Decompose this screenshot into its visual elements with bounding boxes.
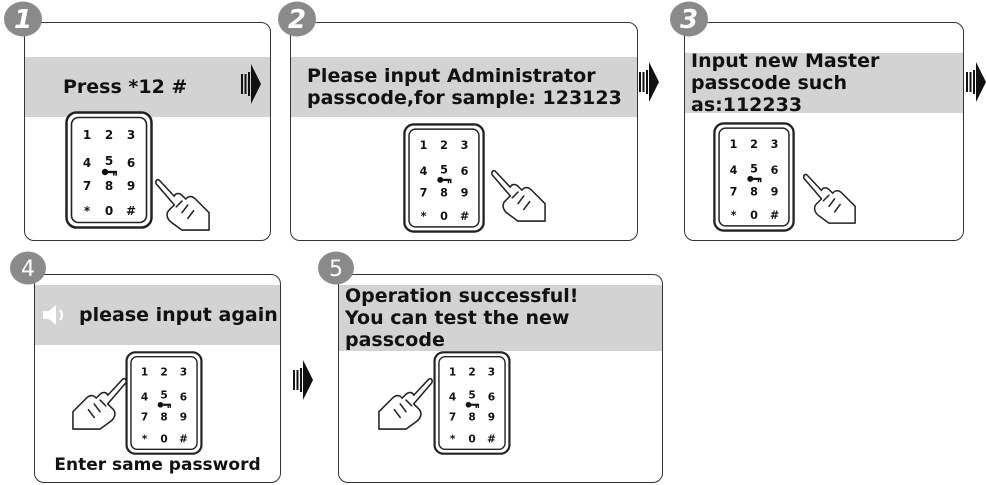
step-2-card: Please input Administrator passcode,for … — [290, 22, 638, 241]
step-2-instruction: Please input Administrator passcode,for … — [307, 65, 622, 109]
step-5-instruction: Operation successful! You can test the n… — [345, 285, 579, 351]
step-3-banner: Input new Master passcode such as:112233 — [685, 53, 963, 113]
keypad-icon — [125, 351, 203, 455]
step-3-number: 3 — [680, 5, 698, 35]
step-1-card: Press *12 # — [24, 22, 271, 241]
step-2-number: 2 — [288, 5, 306, 35]
step-3-card: Input new Master passcode such as:112233 — [684, 22, 964, 241]
keypad-icon — [713, 121, 795, 233]
keypad-icon — [403, 123, 485, 233]
pointing-hand-icon — [71, 373, 129, 431]
step-4-caption: Enter same password — [54, 455, 261, 475]
step-4-card: please input again Enter same password — [34, 274, 281, 483]
step-1-instruction: Press *12 # — [63, 76, 188, 98]
keypad-icon — [433, 351, 511, 455]
next-arrow-icon — [966, 62, 986, 102]
step-5-badge: 5 — [318, 251, 354, 285]
step-1-badge: 1 — [4, 1, 42, 37]
step-1-number: 1 — [14, 5, 32, 35]
keypad-icon — [65, 111, 153, 229]
pointing-hand-icon — [377, 373, 435, 431]
speaker-icon — [43, 305, 64, 325]
step-4-badge: 4 — [10, 251, 46, 285]
step-5-banner: Operation successful! You can test the n… — [339, 285, 662, 351]
pointing-hand-icon — [801, 169, 857, 225]
step-4-instruction: please input again — [79, 304, 278, 326]
step-2-banner: Please input Administrator passcode,for … — [291, 57, 637, 117]
next-arrow-icon — [292, 360, 314, 400]
pointing-hand-icon — [153, 173, 211, 233]
step-3-instruction: Input new Master passcode such as:112233 — [691, 53, 880, 113]
step-4-number: 4 — [21, 257, 35, 282]
step-4-banner: please input again — [35, 285, 280, 345]
step-3-badge: 3 — [670, 1, 708, 37]
step-2-badge: 2 — [278, 1, 316, 37]
next-arrow-icon — [240, 64, 262, 104]
step-5-card: Operation successful! You can test the n… — [338, 274, 663, 483]
step-5-number: 5 — [329, 257, 343, 282]
step-1-banner: Press *12 # — [25, 57, 270, 117]
pointing-hand-icon — [489, 165, 547, 223]
next-arrow-icon — [638, 62, 660, 102]
